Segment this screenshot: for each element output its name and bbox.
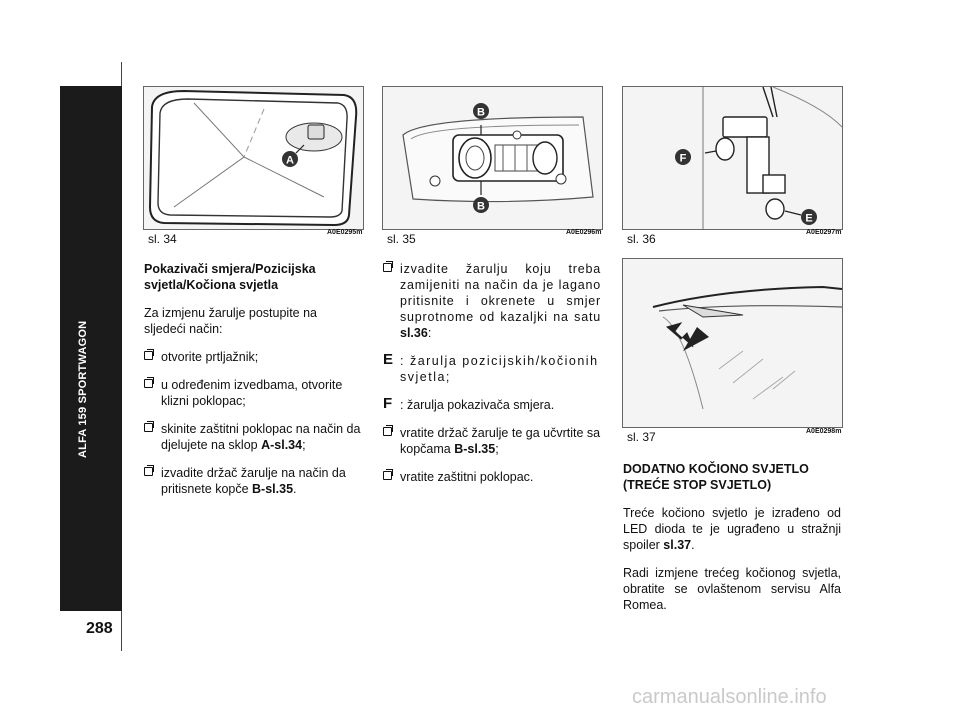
list-item: izvadite držač žarulje na način da priti… [144, 465, 362, 497]
figure-reference: B-sl.35 [252, 482, 294, 496]
figure-reference: B-sl.35 [454, 442, 496, 456]
crop-mark-top [121, 62, 122, 86]
checkbox-bullet-icon [383, 425, 393, 436]
label-b-bottom: B [477, 201, 485, 213]
list-item: vratite zaštitni poklopac. [383, 469, 601, 485]
column-1: Pokazivači smjera/Pozicijska svjetla/Koč… [144, 261, 362, 509]
trunk-cover-illustration: A [148, 89, 358, 227]
figure-caption-sl36: sl. 36 [627, 232, 656, 246]
paragraph: Radi izmjene trećeg kočionog svjetla, ob… [623, 566, 841, 612]
column-2: izvadite žarulju koju treba zamijeniti n… [383, 261, 601, 497]
legend-letter-f: F [383, 395, 393, 412]
spoiler-illustration [652, 285, 842, 410]
label-b-bottom-badge [473, 197, 489, 213]
figure-sl34: A [143, 86, 364, 230]
figure-reference: sl.36 [400, 326, 428, 340]
legend-item-f: F: žarulja pokazivača smjera. [383, 395, 555, 413]
watermark: carmanualsonline.info [632, 686, 827, 708]
sidebar-title: ALFA 159 SPORTWAGON [77, 320, 89, 458]
bulb-illustration: F E [675, 87, 842, 229]
lamp-holder-illustration: B B [402, 103, 594, 213]
figure-sl35: B B [382, 86, 603, 230]
figure-code-sl36: A0E0297m [806, 229, 842, 236]
label-f-badge [675, 149, 691, 165]
label-b-top: B [477, 107, 485, 119]
figure-code-sl35: A0E0296m [566, 229, 602, 236]
figure-caption-sl35: sl. 35 [387, 232, 416, 246]
label-f: F [680, 153, 687, 165]
label-b-top-badge [473, 103, 489, 119]
checkbox-bullet-icon [144, 465, 154, 476]
page-number: 288 [86, 620, 113, 637]
legend-item-e: E: žarulja pozicijskih/kočionih svjetla; [383, 351, 599, 385]
figure-caption-sl37: sl. 37 [627, 430, 656, 444]
list-item: u određenim izvedbama, otvorite klizni p… [144, 377, 362, 409]
figure-sl36: F E [622, 86, 843, 230]
figure-caption-sl34: sl. 34 [148, 232, 177, 246]
figure-reference: A-sl.34 [261, 438, 303, 452]
checkbox-bullet-icon [383, 469, 393, 480]
checkbox-bullet-icon [383, 261, 393, 272]
paragraph: Treće kočiono svjetlo je izrađeno od LED… [623, 506, 841, 552]
list-item: izvadite žarulju koju treba zamijeniti n… [383, 261, 601, 341]
label-e: E [805, 213, 812, 225]
label-a-badge [282, 151, 298, 167]
section-heading: DODATNO KOČIONO SVJETLO (TREĆE STOP SVJE… [623, 462, 809, 492]
crop-mark-bottom [121, 611, 122, 651]
legend-letter-e: E [383, 351, 394, 368]
checkbox-bullet-icon [144, 421, 154, 432]
figure-reference: sl.37 [663, 538, 692, 552]
figure-sl37 [622, 258, 843, 428]
intro-paragraph: Za izmjenu žarulje postupite na sljedeći… [144, 306, 318, 336]
figure-code-sl34: A0E0295m [327, 229, 363, 236]
list-item: skinite zaštitni poklopac na način da dj… [144, 421, 362, 453]
label-e-badge [801, 209, 817, 225]
figure-code-sl37: A0E0298m [806, 428, 842, 435]
checkbox-bullet-icon [144, 349, 154, 360]
checkbox-bullet-icon [144, 377, 154, 388]
section-heading: Pokazivači smjera/Pozicijska svjetla/Koč… [144, 262, 316, 292]
label-a: A [286, 155, 294, 167]
sidebar-band [60, 86, 122, 611]
list-item: vratite držač žarulje te ga učvrtite sa … [383, 425, 601, 457]
column-3: DODATNO KOČIONO SVJETLO (TREĆE STOP SVJE… [623, 461, 841, 625]
list-item: otvorite prtljažnik; [144, 349, 362, 365]
